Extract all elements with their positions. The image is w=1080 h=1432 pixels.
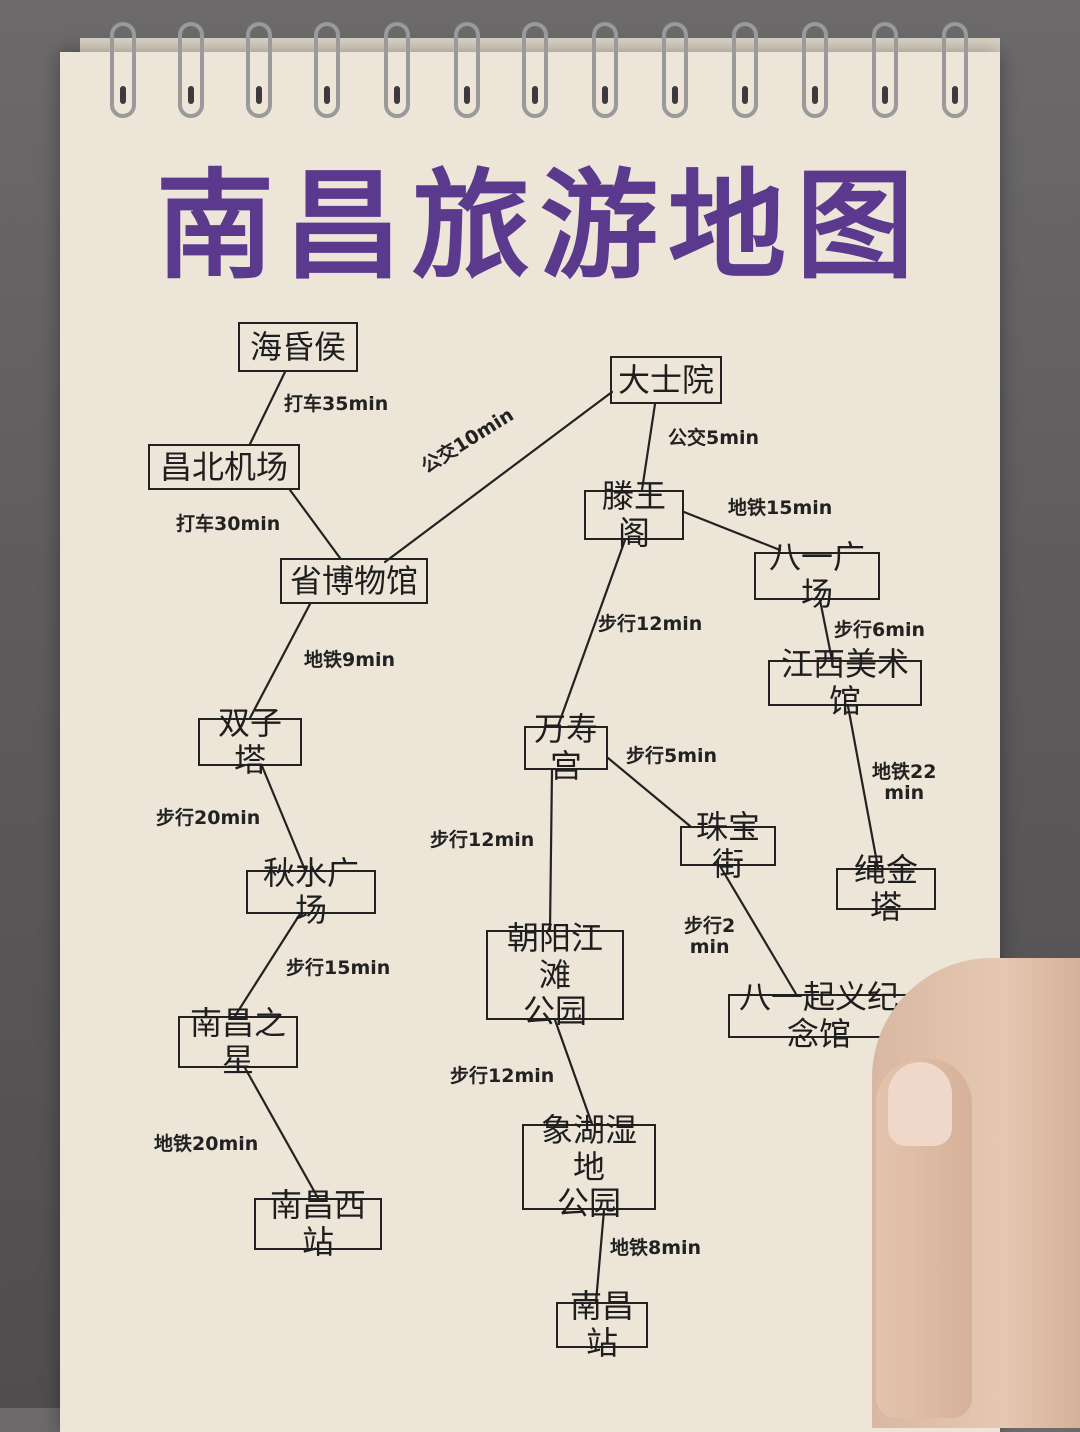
spiral-ring bbox=[454, 22, 480, 118]
route-label: 步行5min bbox=[626, 745, 718, 767]
spiral-ring bbox=[384, 22, 410, 118]
route-label: 地铁20min bbox=[154, 1133, 259, 1155]
route-label: 步行12min bbox=[430, 829, 535, 851]
node-dashiyuan: 大士院 bbox=[610, 356, 722, 404]
spiral-ring bbox=[872, 22, 898, 118]
node-changbei-airport: 昌北机场 bbox=[148, 444, 300, 490]
line-wanshougong-zhubaojie bbox=[606, 756, 692, 828]
node-jewelry-street: 珠宝街 bbox=[680, 809, 776, 882]
line-tengwangge-bayiguangchang bbox=[682, 510, 782, 552]
node-shengjin-pagoda: 绳金塔 bbox=[836, 852, 936, 925]
line-jiangximeishuguan-shengjinta bbox=[846, 704, 880, 870]
line-xianghu-nanchangzhan bbox=[594, 1208, 606, 1304]
spiral-ring bbox=[732, 22, 758, 118]
node-bayi-uprising-memorial: 八一起义纪念馆 bbox=[728, 979, 910, 1052]
node-bayi-square: 八一广场 bbox=[754, 539, 880, 612]
spiral-ring bbox=[522, 22, 548, 118]
line-changbei-shengbowuguan bbox=[288, 488, 342, 560]
route-label: 打车30min bbox=[176, 513, 281, 535]
map-title: 南昌旅游地图 bbox=[155, 156, 924, 295]
line-nanchangzhixing-nanchangxi bbox=[243, 1066, 320, 1200]
route-label: 地铁15min bbox=[728, 497, 833, 519]
spiral-ring bbox=[942, 22, 968, 118]
route-label: 地铁9min bbox=[304, 649, 396, 671]
node-nanchang-west-station: 南昌西站 bbox=[254, 1187, 382, 1260]
line-qiushui-nanchangzhixing bbox=[233, 912, 302, 1018]
node-nanchang-station: 南昌站 bbox=[556, 1288, 648, 1361]
thumbnail bbox=[888, 1062, 952, 1146]
line-shuangzita-qiushui bbox=[260, 764, 307, 872]
route-label: 步行12min bbox=[598, 613, 703, 635]
line-haihunhou-changbei bbox=[248, 370, 287, 446]
node-twin-towers: 双子塔 bbox=[198, 705, 302, 778]
spiral-ring bbox=[178, 22, 204, 118]
node-qiushui-square: 秋水广场 bbox=[246, 855, 376, 928]
node-tengwang-pavilion: 滕王阁 bbox=[584, 478, 684, 551]
spiral-ring bbox=[314, 22, 340, 118]
line-wanshougong-chaoyang bbox=[548, 768, 554, 932]
route-label: 地铁22 min bbox=[872, 761, 937, 804]
spiral-ring bbox=[592, 22, 618, 118]
node-chaoyang-riverside-park: 朝阳江滩 公园 bbox=[486, 919, 624, 1030]
line-bayiguangchang-jiangximeishuguan bbox=[818, 598, 834, 662]
line-shengbowuguan-shuangzita bbox=[248, 602, 312, 720]
spiral-ring bbox=[110, 22, 136, 118]
route-label: 步行6min bbox=[834, 619, 926, 641]
route-label: 步行15min bbox=[286, 957, 391, 979]
route-label: 公交5min bbox=[668, 427, 760, 449]
route-label: 地铁8min bbox=[610, 1237, 702, 1259]
spiral-ring bbox=[662, 22, 688, 118]
spiral-ring bbox=[246, 22, 272, 118]
route-label: 步行12min bbox=[450, 1065, 555, 1087]
node-jiangxi-art-museum: 江西美术馆 bbox=[768, 646, 922, 719]
route-label: 步行2 min bbox=[684, 915, 736, 958]
node-star-of-nanchang: 南昌之星 bbox=[178, 1005, 298, 1078]
route-label: 打车35min bbox=[284, 393, 389, 415]
route-label: 步行20min bbox=[156, 807, 261, 829]
line-shengbowuguan-dashiyuan bbox=[383, 390, 614, 564]
spiral-ring bbox=[802, 22, 828, 118]
notebook-page bbox=[60, 52, 1000, 1432]
line-zhubaojie-bayiqiyi bbox=[718, 864, 798, 996]
node-provincial-museum: 省博物馆 bbox=[280, 558, 428, 604]
line-tengwangge-wanshougong bbox=[556, 538, 627, 728]
node-xianghu-wetland-park: 象湖湿地 公园 bbox=[522, 1111, 656, 1222]
node-wanshou-palace: 万寿宫 bbox=[524, 711, 608, 784]
line-dashiyuan-tengwangge bbox=[640, 402, 657, 492]
line-chaoyang-xianghu bbox=[553, 1018, 594, 1126]
node-haihunhou: 海昏侯 bbox=[238, 322, 358, 372]
